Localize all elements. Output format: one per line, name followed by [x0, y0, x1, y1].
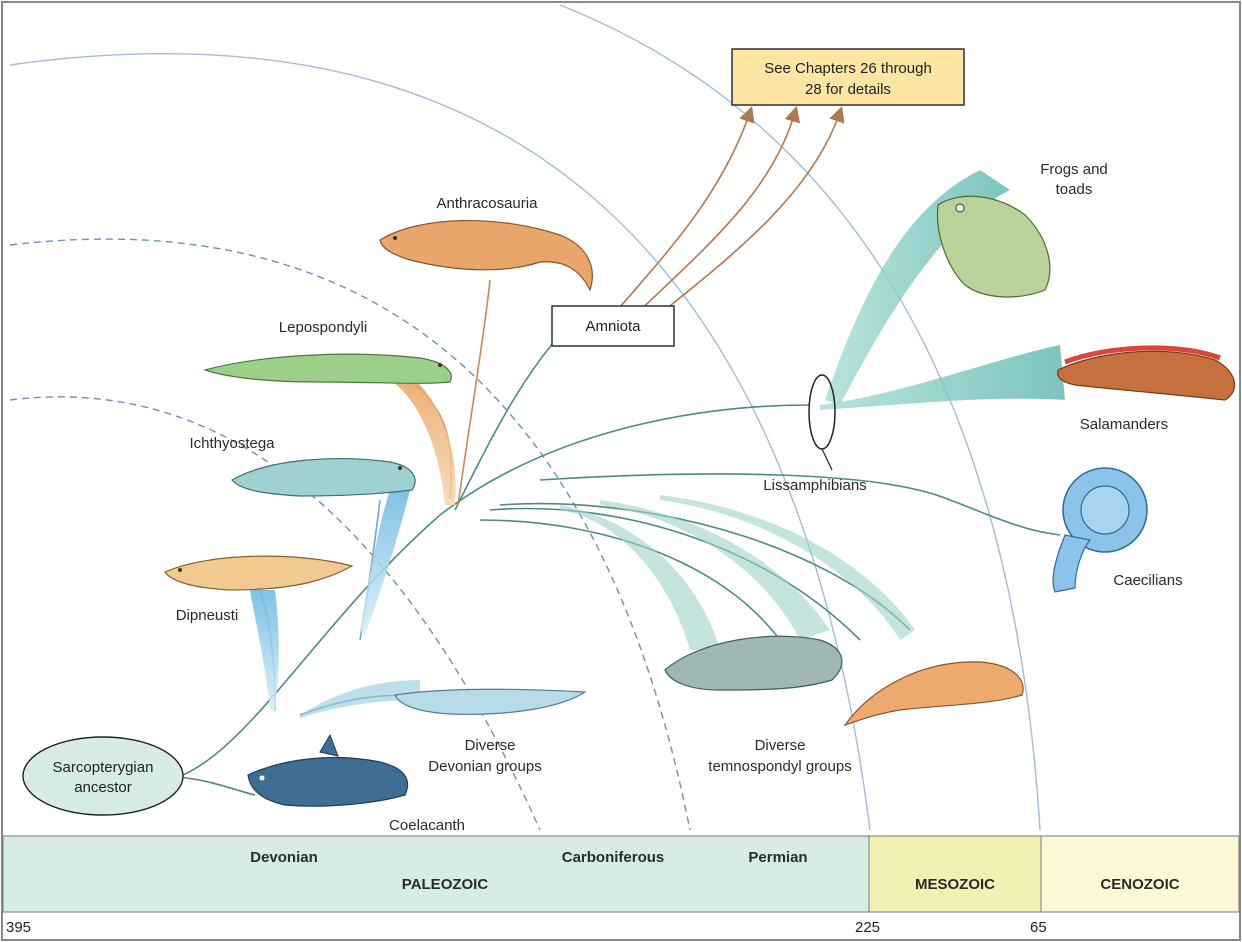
wedge-lepospondyli [390, 375, 456, 505]
wedge-dipneusti [250, 590, 279, 712]
coelacanth-illustration [247, 733, 409, 807]
mesozoic-band [868, 835, 1042, 913]
arrow-3 [639, 105, 845, 331]
label-anthracosauria: Anthracosauria [437, 195, 539, 212]
tick-225: 225 [855, 919, 880, 936]
label-dipneusti: Dipneusti [176, 607, 239, 624]
arrow-2 [619, 105, 801, 331]
details-note-line-1: See Chapters 26 through [764, 60, 932, 77]
wedge-frogs [825, 170, 1010, 405]
wedge-temno-2 [600, 500, 830, 640]
anthracosaur-branch [457, 279, 491, 506]
coelacanth-branch [177, 776, 256, 796]
details-note-box [731, 48, 965, 106]
wedge-salamanders [820, 345, 1065, 410]
arc-solid-mesozoic [559, 4, 1041, 831]
wedge-temno-1 [560, 505, 720, 650]
label-lepospondyli: Lepospondyli [279, 319, 367, 336]
devonian-fish-illustration [394, 688, 587, 715]
label-devonian-groups-line-1: Diverse [465, 737, 516, 754]
label-lissamphibians: Lissamphibians [763, 477, 866, 494]
era-cenozoic: CENOZOIC [1100, 876, 1179, 893]
ancestor-label-line-1: Sarcopterygian [53, 759, 154, 776]
paleozoic-band [2, 835, 870, 913]
arc-dashed-middle [9, 238, 691, 831]
label-salamanders: Salamanders [1080, 416, 1168, 433]
lissamphibian-ellipse [808, 374, 836, 450]
ichthyostega-illustration [231, 458, 416, 497]
amniota-label: Amniota [585, 318, 641, 335]
ancestor-node: Sarcopterygian ancestor [22, 736, 184, 816]
dipneusti-illustration [164, 555, 354, 591]
anthracosauria-illustration [379, 220, 593, 292]
label-coelacanth: Coelacanth [389, 817, 465, 834]
label-frogs-line-1: Frogs and [1040, 161, 1108, 178]
era-paleozoic: PALEOZOIC [402, 876, 489, 893]
amniote-branch [454, 334, 561, 511]
temnospondyl-orange-illustration [843, 661, 1024, 727]
tick-65: 65 [1030, 919, 1047, 936]
label-ichthyostega: Ichthyostega [189, 435, 275, 452]
ancestor-label-line-2: ancestor [74, 779, 132, 796]
period-carboniferous: Carboniferous [562, 849, 665, 866]
amniota-box [551, 305, 675, 347]
diversity-wedges [250, 170, 1065, 718]
amniote-arrows [599, 105, 845, 331]
label-temnospondyl-line-1: Diverse [755, 737, 806, 754]
tick-395: 395 [6, 919, 31, 936]
period-devonian: Devonian [250, 849, 318, 866]
arc-solid-permian [9, 53, 871, 831]
period-permian: Permian [748, 849, 807, 866]
lissamphibian-pointer [821, 448, 833, 471]
taxon-labels: Anthracosauria Lepospondyli Ichthyostega… [176, 161, 1183, 834]
amniota-node: Amniota [551, 305, 675, 347]
label-frogs-line-2: toads [1056, 181, 1093, 198]
ancestor-ellipse [22, 736, 184, 816]
lepospondyli-illustration [202, 353, 452, 384]
wedge-devonian-groups [300, 680, 420, 718]
caecilian-illustration [1052, 467, 1148, 593]
animal-illustrations [164, 195, 1236, 807]
cenozoic-band [1040, 835, 1240, 913]
label-temnospondyl-line-2: temnospondyl groups [708, 758, 851, 775]
details-note-line-2: 28 for details [805, 81, 891, 98]
salamander-illustration [1057, 345, 1236, 401]
timescale-bar: Devonian Carboniferous Permian PALEOZOIC… [2, 835, 1240, 936]
frog-illustration [936, 195, 1051, 298]
era-mesozoic: MESOZOIC [915, 876, 995, 893]
trunk-branch [177, 404, 811, 778]
caecilian-branch [539, 473, 1061, 536]
temnospondyl-gray-illustration [664, 635, 843, 691]
details-note: See Chapters 26 through 28 for details [731, 48, 965, 106]
arrow-1 [599, 105, 755, 331]
wedge-ichthyostega [360, 490, 410, 635]
label-caecilians: Caecilians [1113, 572, 1182, 589]
label-devonian-groups-line-2: Devonian groups [428, 758, 541, 775]
temno-branch-2 [489, 507, 861, 641]
